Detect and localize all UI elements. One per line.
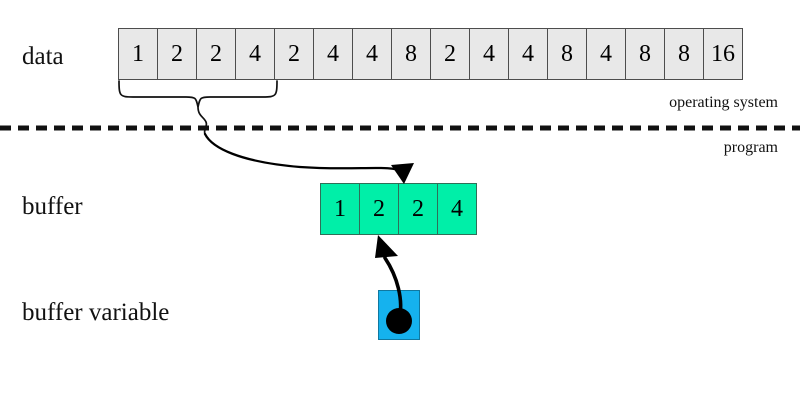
data-to-buffer-arrow <box>203 132 405 174</box>
data-cell: 4 <box>235 28 275 80</box>
data-cell: 2 <box>196 28 236 80</box>
data-cell: 4 <box>469 28 509 80</box>
data-cell: 8 <box>625 28 665 80</box>
data-cell: 8 <box>664 28 704 80</box>
buffer-variable-row-label: buffer variable <box>22 299 170 326</box>
data-cell: 8 <box>547 28 587 80</box>
data-cell: 2 <box>157 28 197 80</box>
buffer-cell: 2 <box>359 183 399 235</box>
data-cell: 2 <box>430 28 470 80</box>
brace-stem <box>197 106 208 135</box>
buffer-cell: 2 <box>398 183 438 235</box>
buffer-variable-box <box>378 290 420 340</box>
program-region-label: program <box>723 139 778 156</box>
data-row-label: data <box>22 43 64 70</box>
data-cell: 4 <box>586 28 626 80</box>
data-cell: 16 <box>703 28 743 80</box>
data-array: 1 2 2 4 2 4 4 8 2 4 4 8 4 8 8 16 <box>118 28 743 80</box>
buffer-array: 1 2 2 4 <box>320 183 477 235</box>
data-cell: 8 <box>391 28 431 80</box>
data-to-buffer-arrowhead <box>391 163 414 184</box>
variable-to-buffer-arrowhead <box>375 235 398 258</box>
operating-system-region-label: operating system <box>669 94 778 111</box>
buffer-row-label: buffer <box>22 193 83 220</box>
data-group-brace <box>118 80 278 108</box>
data-cell: 4 <box>352 28 392 80</box>
data-cell: 4 <box>313 28 353 80</box>
buffer-cell: 1 <box>320 183 360 235</box>
data-cell: 1 <box>118 28 158 80</box>
buffer-cell: 4 <box>437 183 477 235</box>
data-cell: 4 <box>508 28 548 80</box>
data-cell: 2 <box>274 28 314 80</box>
